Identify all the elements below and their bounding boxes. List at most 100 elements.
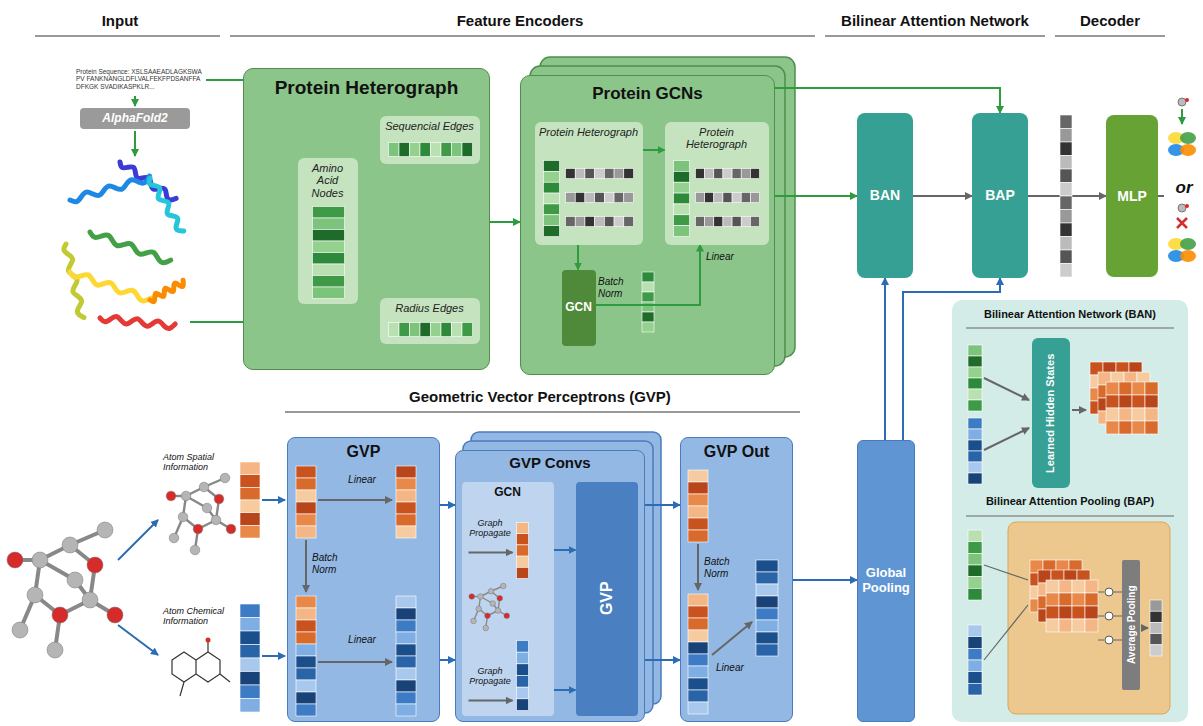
feature-cell [722, 216, 731, 226]
feature-cell [688, 606, 708, 618]
feature-cell [1060, 264, 1072, 278]
atom-ball [52, 607, 68, 623]
feature-cell [968, 378, 982, 389]
bond-line [473, 608, 478, 620]
feature-cell [673, 225, 689, 236]
edge-type-box: Radius Edges [380, 298, 480, 344]
feature-cell [543, 225, 559, 236]
feature-cell [1060, 237, 1072, 251]
box-title: Average Pooling [1125, 586, 1137, 665]
atom-ball [87, 557, 103, 573]
feature-cell [240, 645, 260, 659]
flow-connector [913, 195, 972, 197]
feature-cell [543, 203, 559, 214]
box-title: GVP [347, 443, 381, 461]
flow-connector [643, 149, 665, 151]
bond-line [487, 610, 498, 615]
flow-connector [490, 221, 520, 223]
attention-cell [1069, 560, 1082, 573]
operation-label: Linear [334, 634, 390, 646]
feature-cell [1150, 645, 1162, 656]
atom-ball [477, 593, 483, 599]
atom-ball [470, 618, 476, 624]
feature-cell [756, 560, 778, 572]
feature-cell [584, 216, 594, 226]
attention-cell [1090, 375, 1103, 388]
attention-cell [1132, 382, 1145, 395]
box-title: BAN [870, 187, 900, 203]
feature-cell [420, 322, 431, 336]
feature-cell [312, 287, 344, 299]
decoder-box: MLP [1106, 115, 1158, 277]
atom-ball [47, 642, 63, 658]
feature-cell [396, 490, 416, 502]
bond-line [491, 591, 500, 598]
flow-line [1113, 640, 1122, 641]
feature-cell [516, 663, 528, 675]
legend-panel: Bilinear Attention Network (BAN)Bilinear… [952, 300, 1188, 722]
feature-cell [968, 367, 982, 378]
attention-cell [1030, 599, 1043, 612]
feature-cell [396, 526, 416, 538]
attention-cell [1103, 401, 1116, 414]
atom-ball [7, 552, 23, 568]
node-illustration [952, 300, 1188, 722]
feature-cell [642, 312, 654, 322]
attention-cell [1103, 375, 1116, 388]
atom-ball [67, 572, 83, 588]
atom-ball [193, 524, 203, 534]
feature-cell [968, 462, 982, 473]
feature-cell [399, 322, 410, 336]
feature-cell [695, 192, 704, 202]
section-header: Bilinear Attention Network [815, 12, 1055, 29]
attention-cell [1129, 401, 1142, 414]
attention-cell [1059, 580, 1072, 593]
feature-cell [614, 216, 624, 226]
feature-cell [642, 272, 654, 282]
flow-connector [554, 689, 576, 691]
feature-cell [516, 533, 528, 544]
feature-cell [688, 654, 708, 666]
attention-cell [1124, 411, 1137, 424]
feature-cell [688, 530, 708, 542]
feature-cell [968, 530, 982, 542]
box-title: GCN [565, 301, 592, 315]
box-title: GVP Convs [509, 454, 590, 471]
attention-cell [1111, 398, 1124, 411]
attention-cell [1056, 586, 1069, 599]
flow-arrow [697, 544, 699, 590]
atom-ball [475, 605, 481, 611]
atom-ball [503, 612, 509, 618]
protein-blob [1180, 132, 1196, 144]
feature-cell [396, 514, 416, 526]
attention-cell [1137, 411, 1150, 424]
feature-cell [575, 216, 585, 226]
bond-line [485, 615, 487, 627]
attention-cell [1038, 583, 1051, 596]
feature-cell [623, 192, 633, 202]
feature-cell [396, 466, 416, 478]
feature-cell [688, 690, 708, 702]
attention-cell [1119, 382, 1132, 395]
feature-cell [642, 302, 654, 312]
feature-cell [673, 160, 689, 171]
attention-cell [1106, 408, 1119, 421]
attention-cell [1137, 372, 1150, 385]
attention-cell [1064, 570, 1077, 583]
feature-cell [713, 216, 722, 226]
feature-cell [409, 142, 420, 156]
attention-cell [1116, 375, 1129, 388]
attention-cell [1090, 362, 1103, 375]
protein-blob [1180, 238, 1196, 250]
flow-connector [793, 579, 857, 581]
attention-cell [1043, 586, 1056, 599]
flow-arrow [262, 655, 285, 657]
skeletal-formula [172, 640, 230, 696]
attention-cell [1119, 395, 1132, 408]
atom-ball [482, 625, 488, 631]
attention-cell [1038, 596, 1051, 609]
flow-arrow [318, 661, 392, 663]
feature-cell [1060, 196, 1072, 210]
attention-cell [1137, 385, 1150, 398]
flow-connector [775, 88, 1000, 113]
